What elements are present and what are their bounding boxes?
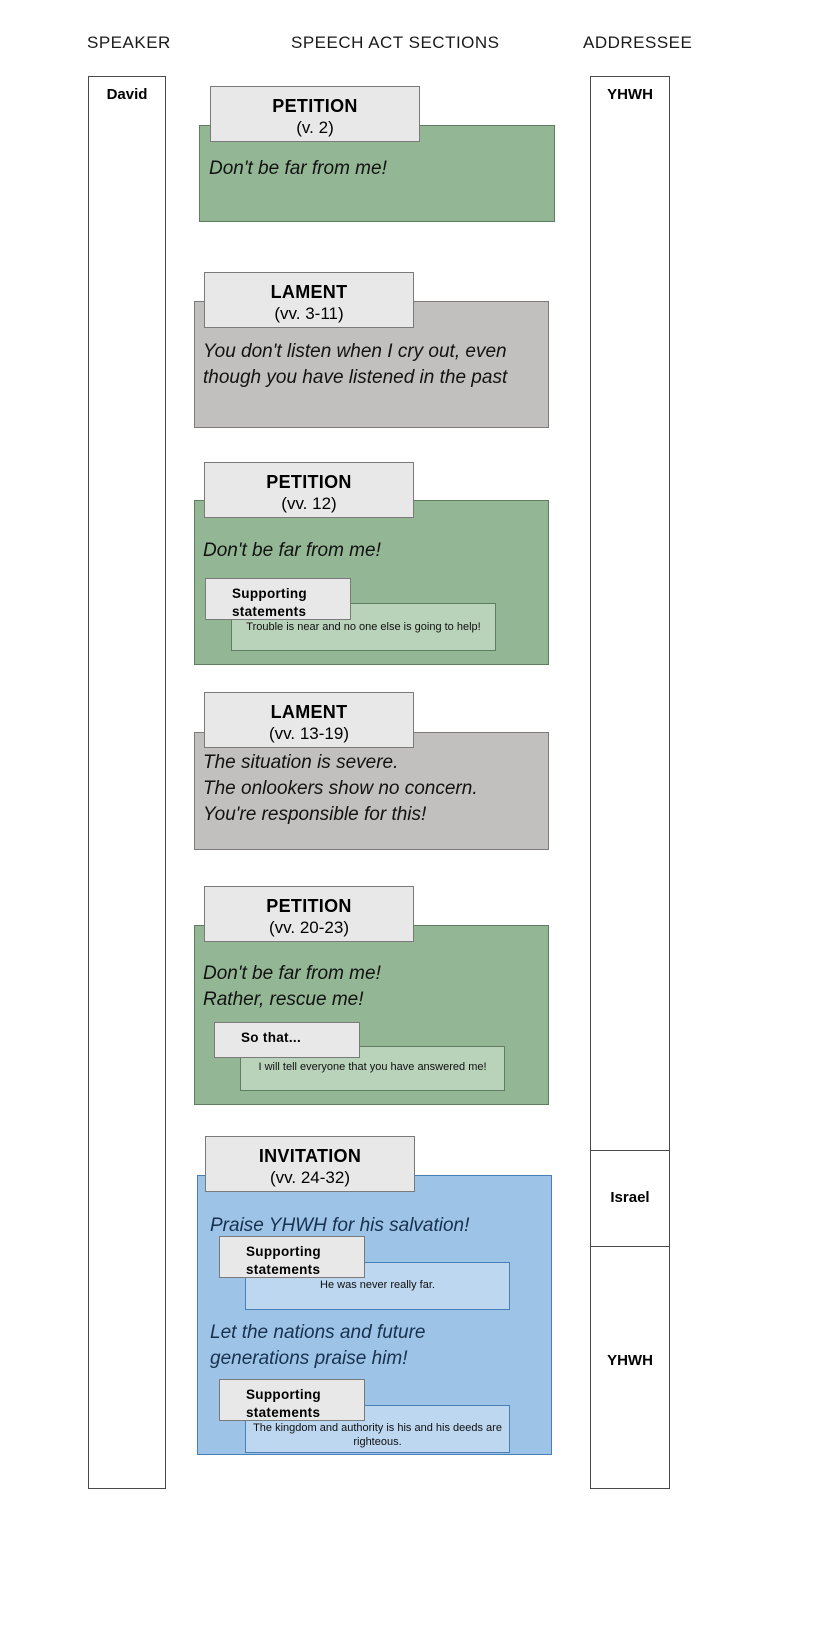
column-header-addressee: ADDRESSEE xyxy=(583,33,693,52)
petition-2-support-text: Trouble is near and no one else is going… xyxy=(246,621,481,633)
petition-2-support-tag-label: Supporting statements xyxy=(232,586,307,619)
petition-3-sothat-tag-label: So that... xyxy=(241,1030,301,1045)
lament-2-tag[interactable]: LAMENT (vv. 13-19) xyxy=(204,692,414,748)
invitation-tag-verse: (vv. 24-32) xyxy=(270,1167,350,1187)
petition-3-sothat-text: I will tell everyone that you have answe… xyxy=(258,1061,487,1073)
invitation-support-tag-1-label: Supporting statements xyxy=(246,1244,321,1277)
petition-3-quote: Don't be far from me! Rather, rescue me! xyxy=(203,963,381,1010)
petition-1-tag-verse: (v. 2) xyxy=(296,117,334,137)
addressee-label-yhwh-top: YHWH xyxy=(607,86,653,103)
lament-2-tag-title: LAMENT xyxy=(270,702,348,722)
lament-1-tag[interactable]: LAMENT (vv. 3-11) xyxy=(204,272,414,328)
petition-1-quote: Don't be far from me! xyxy=(209,158,387,179)
petition-3-sothat-tag[interactable]: So that... xyxy=(214,1022,360,1058)
petition-2-tag[interactable]: PETITION (vv. 12) xyxy=(204,462,414,518)
petition-1-tag[interactable]: PETITION (v. 2) xyxy=(210,86,420,142)
petition-2-support-tag[interactable]: Supporting statements xyxy=(205,578,351,620)
petition-2-tag-verse: (vv. 12) xyxy=(281,493,337,513)
invitation-quote-2: Let the nations and future generations p… xyxy=(210,1322,426,1369)
speaker-label: David xyxy=(106,86,148,103)
invitation-support-tag-2-label: Supporting statements xyxy=(246,1387,321,1420)
speaker-column: David xyxy=(88,76,166,1489)
lament-1-tag-title: LAMENT xyxy=(270,282,348,302)
invitation-support-text-1: He was never really far. xyxy=(320,1279,435,1291)
petition-2-tag-title: PETITION xyxy=(266,472,352,492)
petition-2-quote: Don't be far from me! xyxy=(203,540,381,561)
invitation-tag[interactable]: INVITATION (vv. 24-32) xyxy=(205,1136,415,1192)
column-header-sections: SPEECH ACT SECTIONS xyxy=(291,33,500,52)
lament-2-body xyxy=(194,732,549,850)
addressee-segment-israel: Israel xyxy=(591,1151,669,1247)
addressee-segment-yhwh-bottom: YHWH xyxy=(591,1247,669,1488)
lament-2-quote: The situation is severe. The onlookers s… xyxy=(203,752,478,825)
addressee-label-yhwh-bottom: YHWH xyxy=(607,1352,653,1369)
lament-1-tag-verse: (vv. 3-11) xyxy=(274,303,344,323)
invitation-support-tag-2[interactable]: Supporting statements xyxy=(219,1379,365,1421)
petition-1-tag-title: PETITION xyxy=(272,96,358,116)
petition-3-tag-title: PETITION xyxy=(266,896,352,916)
petition-3-tag-verse: (vv. 20-23) xyxy=(269,917,349,937)
addressee-label-israel: Israel xyxy=(610,1189,650,1206)
petition-3-tag[interactable]: PETITION (vv. 20-23) xyxy=(204,886,414,942)
lament-1-quote: You don't listen when I cry out, even th… xyxy=(203,341,508,388)
column-header-speaker: SPEAKER xyxy=(87,33,171,52)
addressee-segment-yhwh-top: YHWH xyxy=(591,77,669,1151)
invitation-support-text-2: The kingdom and authority is his and his… xyxy=(253,1422,502,1449)
invitation-support-tag-1[interactable]: Supporting statements xyxy=(219,1236,365,1278)
addressee-column: YHWH Israel YHWH xyxy=(590,76,670,1489)
invitation-quote-1: Praise YHWH for his salvation! xyxy=(210,1215,470,1236)
invitation-tag-title: INVITATION xyxy=(258,1146,362,1166)
lament-2-tag-verse: (vv. 13-19) xyxy=(269,723,349,743)
